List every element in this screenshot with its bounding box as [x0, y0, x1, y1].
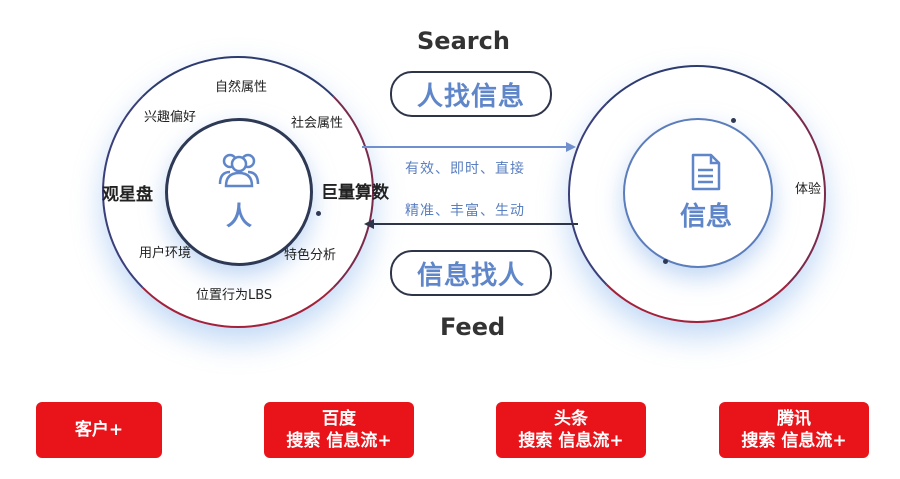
label-juliang: 巨量算数: [321, 183, 389, 203]
label-location: 位置行为LBS: [196, 288, 273, 303]
search-heading: Search: [417, 27, 510, 55]
button-baidu[interactable]: 百度 搜索 信息流+: [264, 402, 414, 458]
arrow-left: [364, 219, 578, 229]
button-tencent-line2: 搜索 信息流+: [741, 431, 847, 451]
right-circle-dot-top: [731, 118, 736, 123]
pill-info-finds-person: 信息找人: [390, 250, 552, 296]
label-guanxingpan: 观星盘: [102, 185, 153, 205]
label-interest: 兴趣偏好: [144, 110, 197, 125]
label-user-env: 用户环境: [139, 246, 192, 261]
button-client-line1: 客户+: [74, 420, 124, 440]
right-circle-dot-bottom: [663, 259, 668, 264]
arrow-text-top: 有效、即时、直接: [405, 161, 525, 177]
button-tencent[interactable]: 腾讯 搜索 信息流+: [719, 402, 869, 458]
button-toutiao-line1: 头条: [554, 409, 588, 429]
feed-heading: Feed: [440, 313, 506, 341]
label-natural-attr: 自然属性: [215, 80, 268, 95]
left-circle-dot: [316, 211, 321, 216]
button-client[interactable]: 客户+: [36, 402, 162, 458]
button-tencent-line1: 腾讯: [777, 409, 811, 429]
right-center-label: 信息: [679, 202, 732, 232]
button-baidu-line2: 搜索 信息流+: [286, 431, 392, 451]
label-feature: 特色分析: [284, 248, 337, 263]
arrow-right: [362, 142, 576, 152]
button-toutiao[interactable]: 头条 搜索 信息流+: [496, 402, 646, 458]
document-icon: [689, 152, 723, 192]
arrow-text-bottom: 精准、丰富、生动: [405, 203, 525, 219]
pill-person-finds-info: 人找信息: [390, 71, 552, 117]
left-inner-circle: [165, 118, 313, 266]
label-social-attr: 社会属性: [291, 116, 344, 131]
left-center-label: 人: [225, 202, 252, 232]
people-icon: [214, 150, 264, 190]
button-toutiao-line2: 搜索 信息流+: [518, 431, 624, 451]
right-inner-circle: [623, 118, 773, 268]
button-baidu-line1: 百度: [322, 409, 356, 429]
label-experience: 体验: [795, 182, 822, 197]
